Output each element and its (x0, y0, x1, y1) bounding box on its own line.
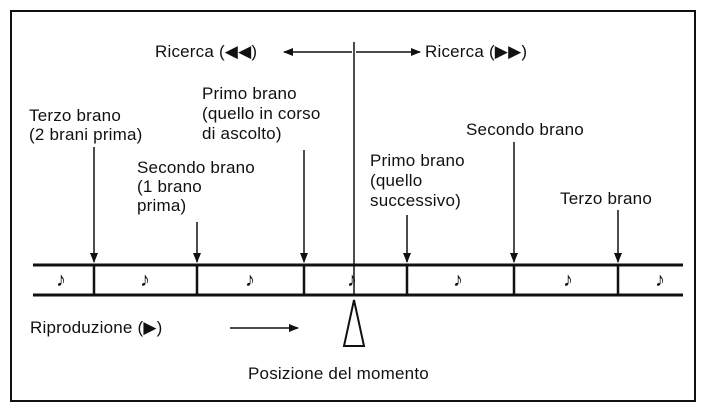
first-current-label-2: (quello in corso (202, 104, 321, 123)
second-next-label: Secondo brano (466, 120, 584, 139)
diagram-frame (10, 10, 696, 402)
first-next-label-3: successivo) (370, 191, 462, 210)
first-next-label-2: (quello (370, 171, 423, 190)
track-note: ♪ (655, 269, 665, 291)
track-note: ♪ (453, 269, 463, 291)
second-prev-label-2: (1 brano (137, 177, 202, 196)
search-back-label: Ricerca (◀◀) (155, 42, 258, 61)
track-note: ♪ (347, 269, 357, 291)
position-pointer (342, 299, 366, 347)
track-note: ♪ (56, 269, 66, 291)
track-note: ♪ (563, 269, 573, 291)
first-current-label-3: di ascolto) (202, 124, 282, 143)
first-next-label-1: Primo brano (370, 151, 465, 170)
second-prev-label-3: prima) (137, 196, 187, 215)
search-forward-label: Ricerca (▶▶) (425, 42, 528, 61)
third-prev-label-2: (2 brani prima) (29, 125, 143, 144)
third-prev-label-1: Terzo brano (29, 106, 121, 125)
second-prev-label-1: Secondo brano (137, 158, 255, 177)
track-note: ♪ (140, 269, 150, 291)
third-next-label: Terzo brano (560, 189, 652, 208)
current-position-label: Posizione del momento (248, 364, 429, 383)
track-note: ♪ (245, 269, 255, 291)
playback-label: Riproduzione (▶) (30, 318, 163, 337)
first-current-label-1: Primo brano (202, 84, 297, 103)
